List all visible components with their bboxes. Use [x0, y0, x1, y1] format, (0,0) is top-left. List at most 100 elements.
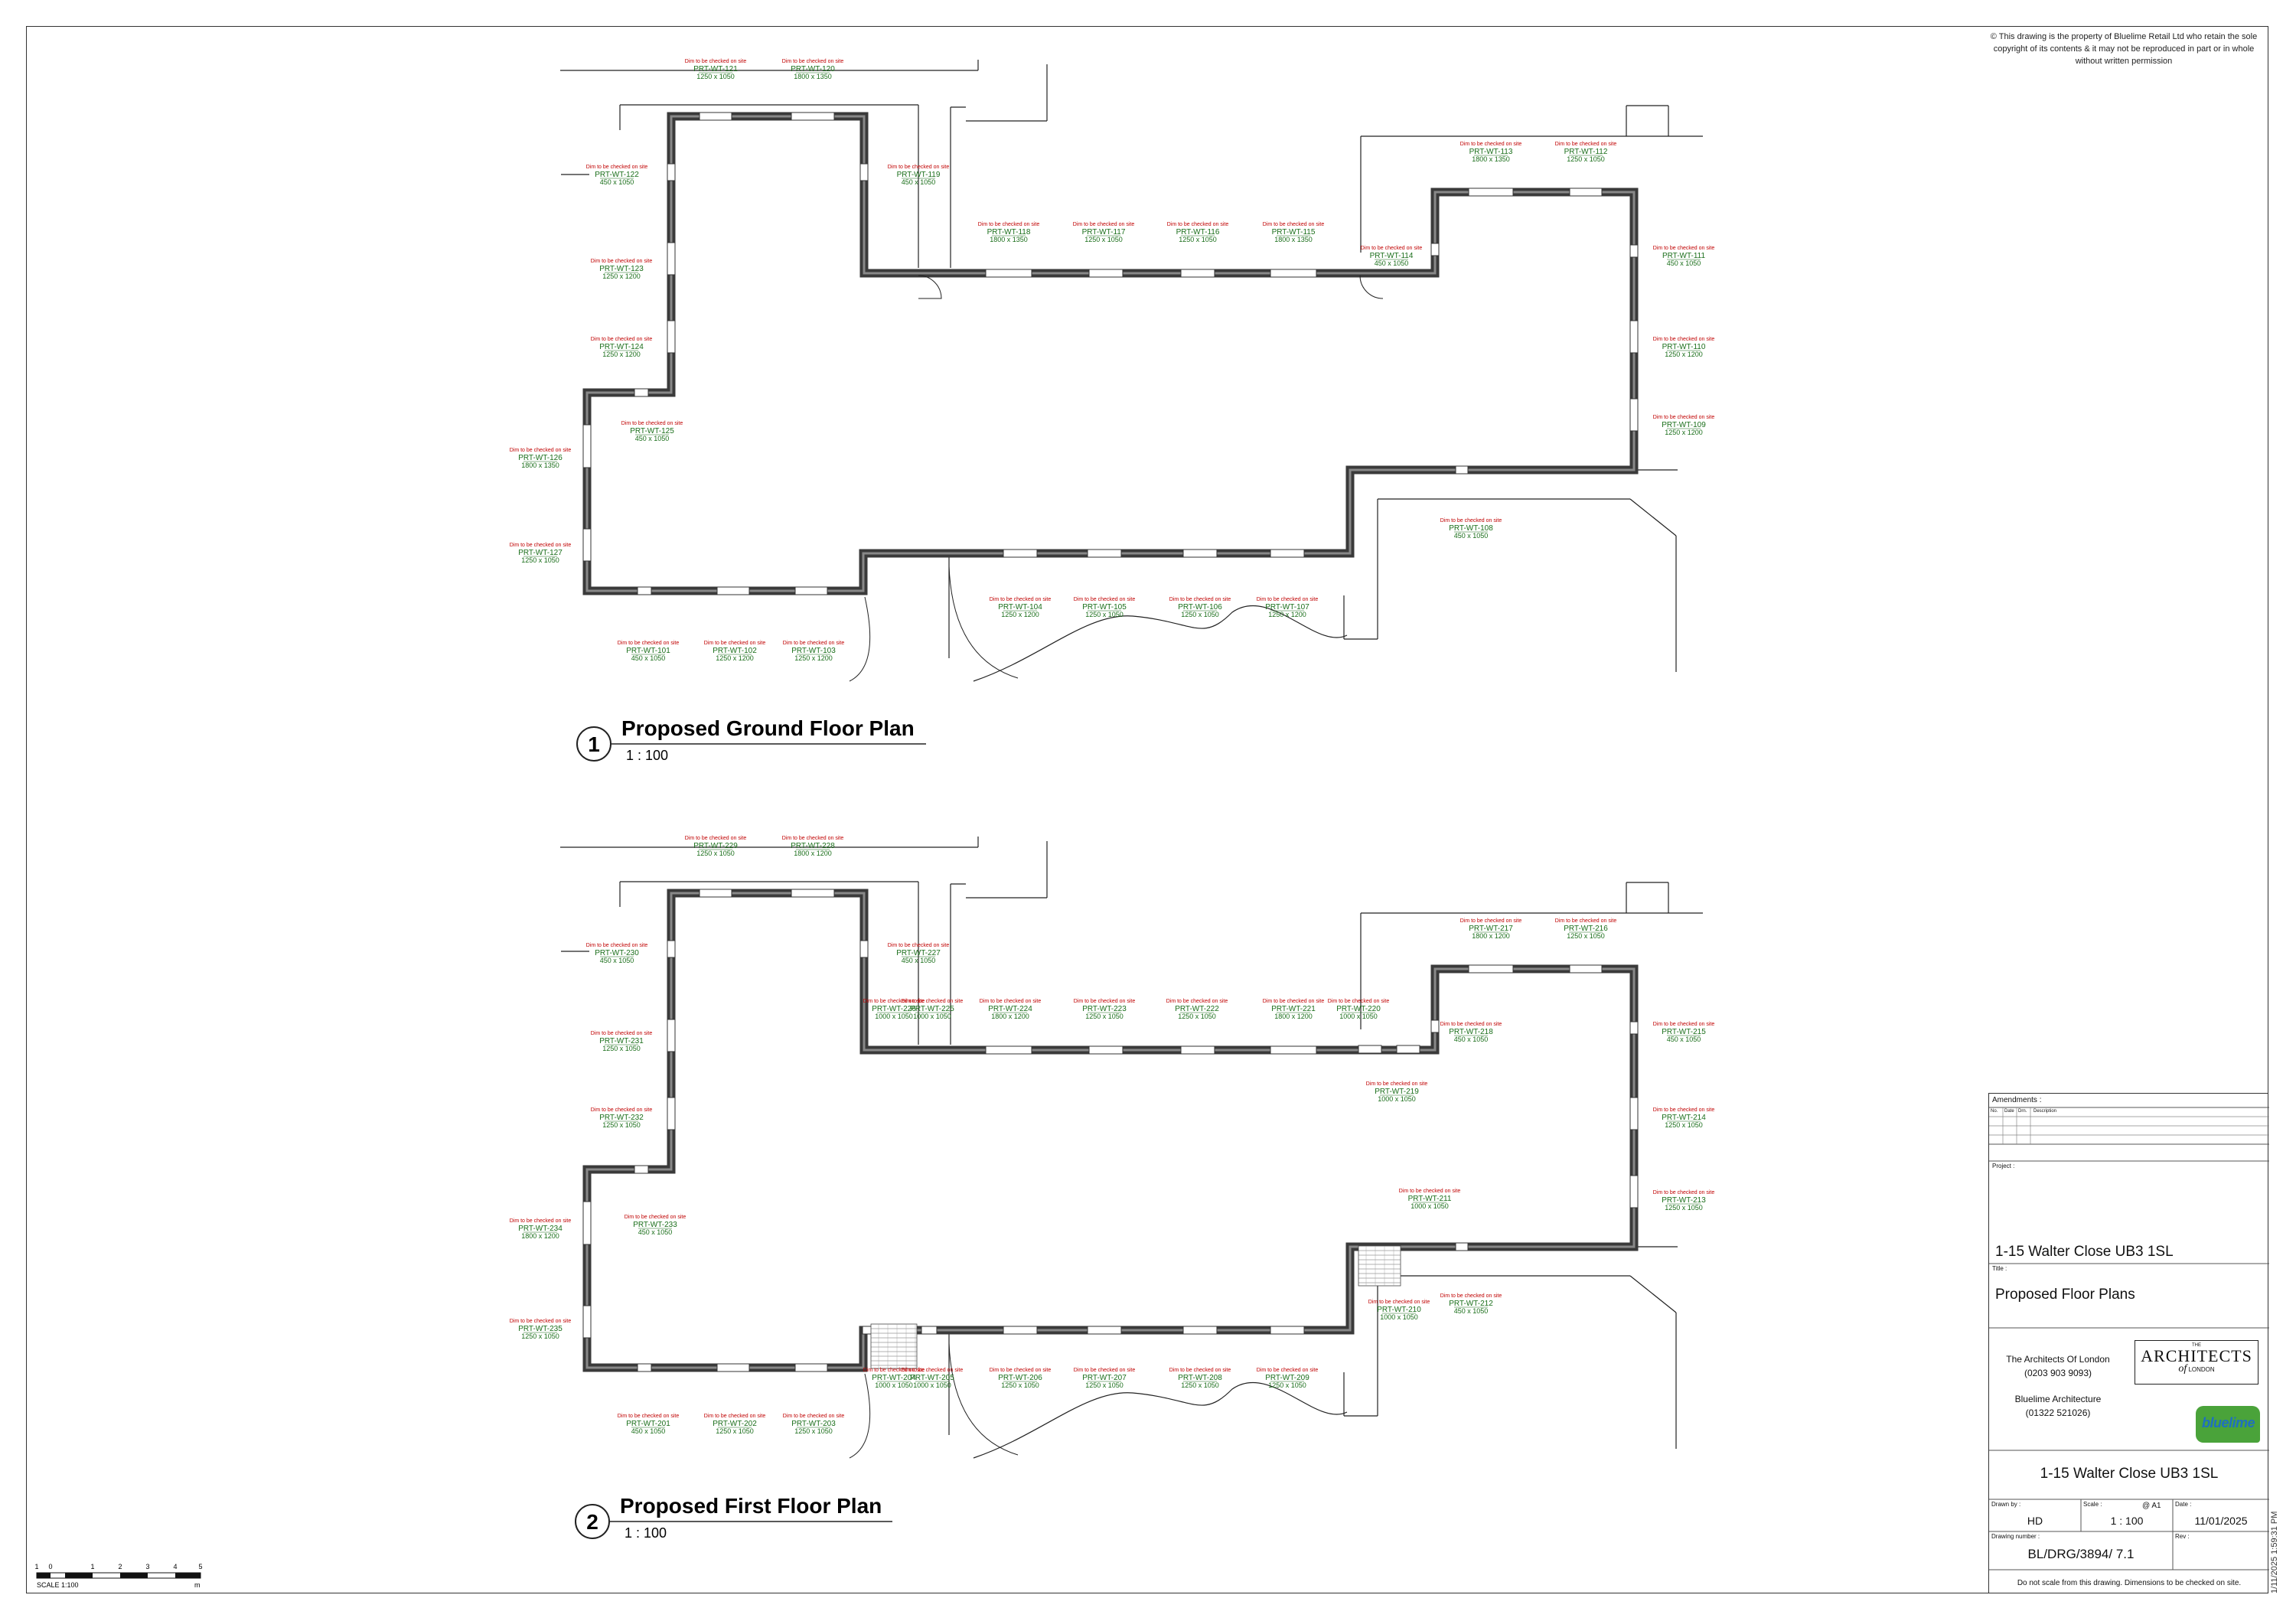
amend-col-description: Description [2033, 1109, 2057, 1114]
site-check-note: Dim to be checked on site [1440, 1293, 1502, 1299]
window-dimensions: 1800 x 1350 [794, 73, 832, 80]
window-dimensions: 1000 x 1050 [913, 1381, 951, 1389]
window-tag: Dim to be checked on sitePRT-WT-2031250 … [783, 1414, 845, 1435]
window-opening [667, 1097, 676, 1130]
site-check-note: Dim to be checked on site [704, 1414, 766, 1419]
scale-bar-label: SCALE 1:100 [37, 1581, 79, 1589]
window-opening [634, 1165, 649, 1174]
window-tag: Dim to be checked on sitePRT-WT-1051250 … [1074, 597, 1136, 618]
window-dimensions: 1250 x 1200 [1268, 611, 1306, 618]
window-tag: Dim to be checked on sitePRT-WT-1241250 … [591, 337, 653, 358]
door-swing [1359, 275, 1384, 299]
site-check-note: Dim to be checked on site [1263, 222, 1325, 227]
ground-plan-scale: 1 : 100 [626, 748, 668, 763]
site-check-note: Dim to be checked on site [1328, 999, 1390, 1004]
window-dimensions: 1000 x 1050 [875, 1013, 913, 1020]
site-check-note: Dim to be checked on site [1653, 1022, 1715, 1027]
window-id: PRT-WT-201 [626, 1420, 670, 1428]
window-opening [582, 1201, 592, 1245]
window-dimensions: 450 x 1050 [600, 957, 634, 964]
scale-bar-tick: 1 [90, 1563, 94, 1570]
window-tag: Dim to be checked on sitePRT-WT-2201000 … [1328, 999, 1390, 1020]
window-opening [667, 1019, 676, 1052]
stair [1358, 1245, 1401, 1287]
window-opening [985, 269, 1032, 278]
window-id: PRT-WT-111 [1662, 252, 1706, 260]
window-opening [921, 1326, 938, 1335]
landscape-curve [973, 1382, 1348, 1459]
window-tag: Dim to be checked on sitePRT-WT-1061250 … [1169, 597, 1231, 618]
window-tag: Dim to be checked on sitePRT-WT-1201800 … [782, 59, 844, 80]
window-opening [1455, 1242, 1469, 1251]
site-check-note: Dim to be checked on site [863, 1368, 925, 1373]
window-id: PRT-WT-231 [599, 1037, 644, 1045]
disclaimer: Do not scale from this drawing. Dimensio… [2017, 1579, 2242, 1587]
window-dimensions: 450 x 1050 [638, 1228, 673, 1236]
window-opening [1629, 320, 1639, 354]
window-id: PRT-WT-215 [1662, 1028, 1706, 1036]
window-opening [1087, 549, 1122, 558]
amendments-label: Amendments : [1992, 1096, 2042, 1104]
window-id: PRT-WT-103 [791, 647, 836, 655]
title-label: Title : [1992, 1265, 2007, 1272]
first-floor-plan: Dim to be checked on sitePRT-WT-2291250 … [510, 836, 1715, 1459]
window-id: PRT-WT-203 [791, 1420, 836, 1428]
window-id: PRT-WT-212 [1449, 1300, 1493, 1308]
window-id: PRT-WT-123 [599, 265, 644, 273]
site-check-note: Dim to be checked on site [1257, 1368, 1319, 1373]
site-check-note: Dim to be checked on site [978, 222, 1040, 227]
window-tag: Dim to be checked on sitePRT-WT-2261000 … [863, 999, 925, 1020]
site-check-note: Dim to be checked on site [783, 641, 845, 646]
window-dimensions: 1250 x 1200 [1665, 351, 1703, 358]
window-dimensions: 450 x 1050 [1667, 1036, 1701, 1043]
window-dimensions: 1000 x 1050 [1411, 1202, 1449, 1210]
window-opening [1182, 1326, 1218, 1335]
window-id: PRT-WT-124 [599, 343, 644, 351]
site-check-note: Dim to be checked on site [863, 999, 925, 1004]
window-dimensions: 1800 x 1350 [1274, 236, 1313, 243]
window-dimensions: 1250 x 1050 [521, 1332, 559, 1340]
window-tag: Dim to be checked on sitePRT-WT-2091250 … [1257, 1368, 1319, 1389]
first-plan-scale: 1 : 100 [625, 1525, 667, 1541]
window-id: PRT-WT-210 [1377, 1306, 1421, 1314]
window-opening [716, 1363, 750, 1372]
window-dimensions: 1250 x 1200 [1665, 429, 1703, 436]
window-dimensions: 1800 x 1350 [1472, 155, 1510, 163]
window-dimensions: 450 x 1050 [1454, 1036, 1489, 1043]
window-dimensions: 1000 x 1050 [875, 1381, 913, 1389]
project-name: 1-15 Walter Close UB3 1SL [1995, 1244, 2174, 1260]
window-opening [791, 112, 835, 121]
window-id: PRT-WT-235 [518, 1325, 563, 1333]
window-opening [1358, 1045, 1382, 1054]
window-tag: Dim to be checked on sitePRT-WT-2071250 … [1074, 1368, 1136, 1389]
site-check-note: Dim to be checked on site [1361, 246, 1423, 251]
site-check-note: Dim to be checked on site [1073, 222, 1135, 227]
window-id: PRT-WT-220 [1336, 1005, 1381, 1013]
window-dimensions: 1250 x 1050 [1181, 611, 1219, 618]
window-opening [699, 889, 732, 898]
window-id: PRT-WT-211 [1408, 1195, 1452, 1203]
window-id: PRT-WT-105 [1082, 603, 1127, 612]
window-opening [1430, 1019, 1440, 1033]
window-opening [1629, 244, 1639, 258]
window-tag: Dim to be checked on sitePRT-WT-2221250 … [1166, 999, 1228, 1020]
window-opening [791, 889, 835, 898]
site-check-note: Dim to be checked on site [1460, 918, 1522, 924]
window-dimensions: 450 x 1050 [1375, 259, 1409, 267]
first-plan-title-block: 2 Proposed First Floor Plan 1 : 100 [575, 1494, 892, 1541]
window-opening [1270, 269, 1317, 278]
window-id: PRT-WT-119 [897, 171, 941, 179]
window-dimensions: 1250 x 1050 [1084, 236, 1123, 243]
site-check-note: Dim to be checked on site [1653, 1107, 1715, 1113]
window-dimensions: 1000 x 1050 [1339, 1013, 1378, 1020]
window-id: PRT-WT-202 [713, 1420, 757, 1428]
window-opening [1396, 1045, 1420, 1054]
window-tag: Dim to be checked on sitePRT-WT-2021250 … [704, 1414, 766, 1435]
window-opening [637, 1363, 652, 1372]
window-id: PRT-WT-115 [1272, 228, 1316, 236]
window-opening [582, 1305, 592, 1339]
